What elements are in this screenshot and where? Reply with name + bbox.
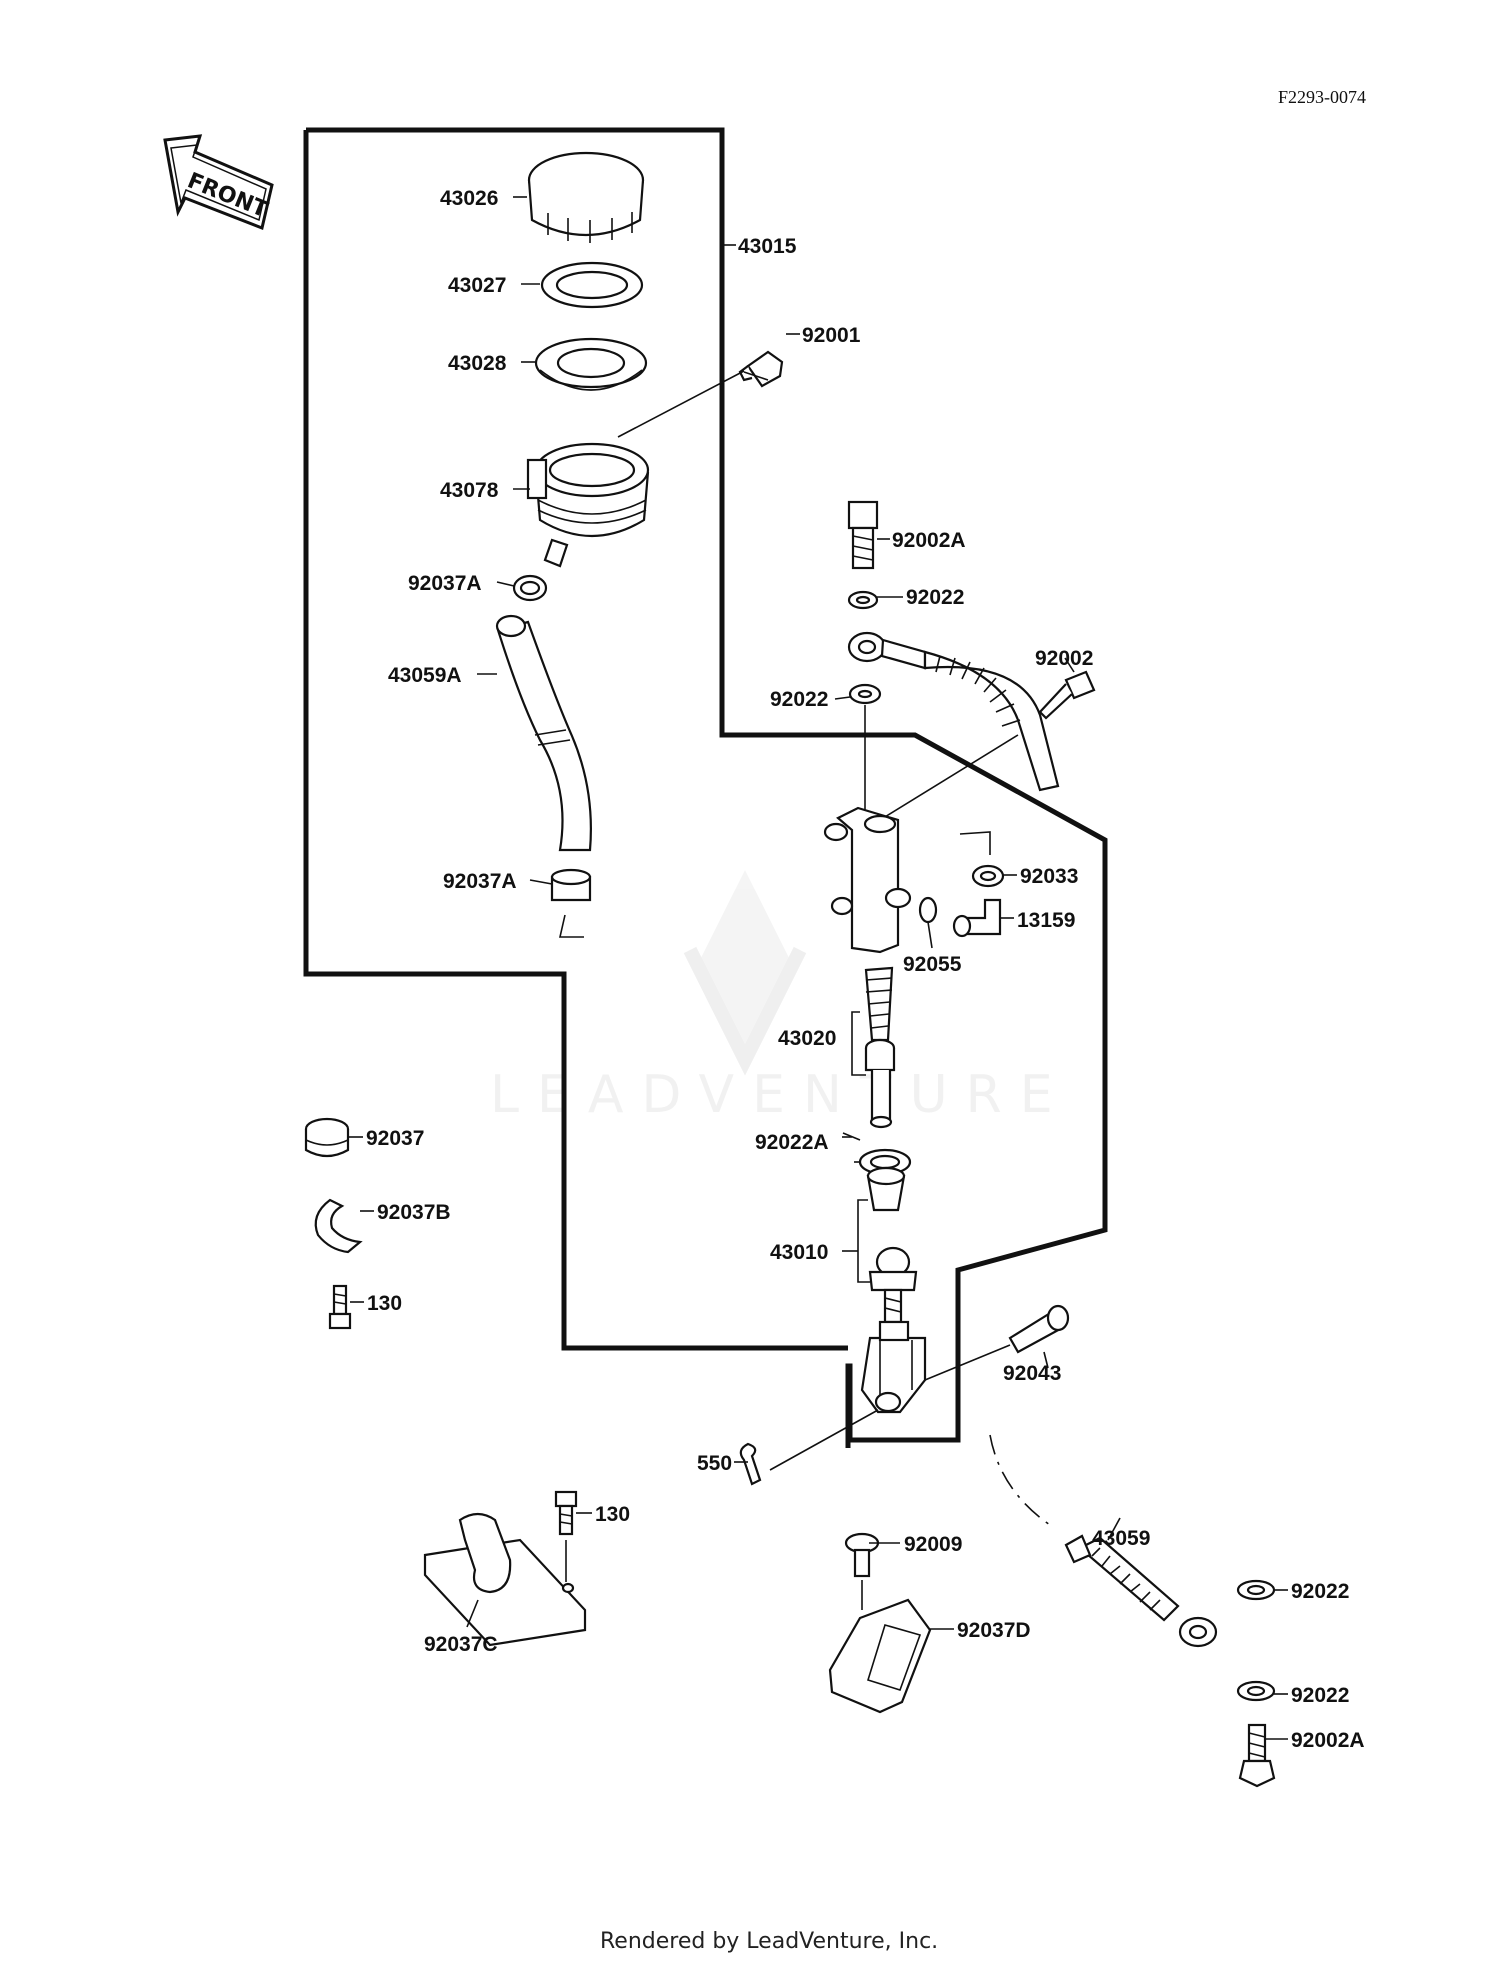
- watermark-text: LEADVENTURE: [490, 1065, 1071, 1125]
- assembly-boundary: [303, 127, 1108, 1448]
- label-92037A-top: 92037A: [408, 572, 482, 595]
- footer-credit: Rendered by LeadVenture, Inc.: [600, 1929, 938, 1954]
- reservoir-tank: [526, 442, 650, 568]
- reservoir-cap: [527, 151, 645, 243]
- label-130-a: 130: [367, 1292, 402, 1315]
- seal-92033: [971, 864, 1005, 888]
- leader-550: [769, 1409, 879, 1471]
- piston-spring-43020: [864, 966, 896, 1129]
- hose-clamp-bottom: [550, 868, 592, 902]
- bolt-130-left: [328, 1284, 352, 1330]
- label-43015: 43015: [738, 235, 797, 258]
- label-130-b: 130: [595, 1503, 630, 1526]
- washer-92022-c: [1236, 1579, 1276, 1601]
- dash-92033: [959, 831, 991, 855]
- reservoir-dash: [558, 914, 584, 938]
- bracket-43020: [851, 1011, 866, 1076]
- label-92001: 92001: [802, 324, 861, 347]
- master-cylinder-body: [823, 806, 912, 954]
- label-92022A: 92022A: [755, 1131, 829, 1154]
- label-550: 550: [697, 1452, 732, 1475]
- watermark: LEADVENTURE: [490, 870, 1071, 1125]
- leader-92001: [617, 370, 745, 438]
- label-92037D: 92037D: [957, 1619, 1031, 1642]
- label-92022-d: 92022: [1291, 1684, 1349, 1707]
- leader-92043: [924, 1344, 1011, 1381]
- banjo-bolt-top: [847, 500, 879, 570]
- elbow-fitting-13159: [952, 898, 1002, 938]
- guard-92037D: [828, 1598, 932, 1714]
- bolt-130-bracket: [554, 1490, 578, 1536]
- grommet-92037: [304, 1117, 350, 1158]
- label-92022-c: 92022: [1291, 1580, 1349, 1603]
- push-rod-43010: [866, 1166, 918, 1324]
- banjo-bolt-bottom: [1238, 1723, 1276, 1788]
- washer-92022-top: [847, 590, 879, 610]
- label-92002A-bottom: 92002A: [1291, 1729, 1365, 1752]
- cotter-pin-550: [739, 1442, 762, 1486]
- label-92037C: 92037C: [424, 1633, 498, 1656]
- reservoir-diaphragm: [534, 337, 648, 391]
- o-ring-92055: [918, 896, 938, 924]
- label-92022-b: 92022: [770, 688, 828, 711]
- reservoir-hose: [495, 614, 592, 852]
- label-43059A: 43059A: [388, 664, 462, 687]
- guard-inner: [867, 1624, 922, 1691]
- brake-hose-upper: [847, 631, 1060, 792]
- label-92037A-bottom: 92037A: [443, 870, 517, 893]
- clevis-pin-92043: [1008, 1304, 1070, 1354]
- label-43028: 43028: [448, 352, 507, 375]
- label-92009: 92009: [904, 1533, 962, 1556]
- front-arrow-icon: FRONT: [163, 134, 274, 231]
- figure-code: F2293-0074: [1278, 87, 1366, 107]
- clevis: [860, 1320, 927, 1414]
- label-92055: 92055: [903, 953, 962, 976]
- bolt-92002: [1038, 670, 1096, 720]
- hose-bracket-92037C: [423, 1512, 587, 1647]
- dash-43059: [989, 1434, 1051, 1526]
- bracket-43010: [857, 1199, 870, 1283]
- label-92002: 92002: [1035, 647, 1093, 670]
- label-92033: 92033: [1020, 865, 1078, 888]
- label-92002A-top: 92002A: [892, 529, 966, 552]
- label-43078: 43078: [440, 479, 499, 502]
- washer-92022-d: [1236, 1680, 1276, 1702]
- label-43027: 43027: [448, 274, 506, 297]
- label-43059: 43059: [1092, 1527, 1150, 1550]
- washer-92022-mid: [848, 683, 882, 705]
- leader-lines: [348, 196, 1288, 1740]
- label-13159: 13159: [1017, 909, 1075, 932]
- hose-clamp-top: [512, 574, 548, 602]
- label-43026: 43026: [440, 187, 498, 210]
- screw-92001: [738, 350, 784, 388]
- brake-hose-43059: [1064, 1534, 1218, 1648]
- label-92043: 92043: [1003, 1362, 1061, 1385]
- label-43010: 43010: [770, 1241, 828, 1264]
- screw-92009: [844, 1532, 880, 1578]
- leader-92002: [879, 734, 1019, 821]
- label-92022-a: 92022: [906, 586, 964, 609]
- label-92037: 92037: [366, 1127, 424, 1150]
- label-92037B: 92037B: [377, 1201, 451, 1224]
- label-43020: 43020: [778, 1027, 836, 1050]
- diaphragm-plate: [540, 261, 644, 309]
- clip-92037B: [314, 1198, 363, 1254]
